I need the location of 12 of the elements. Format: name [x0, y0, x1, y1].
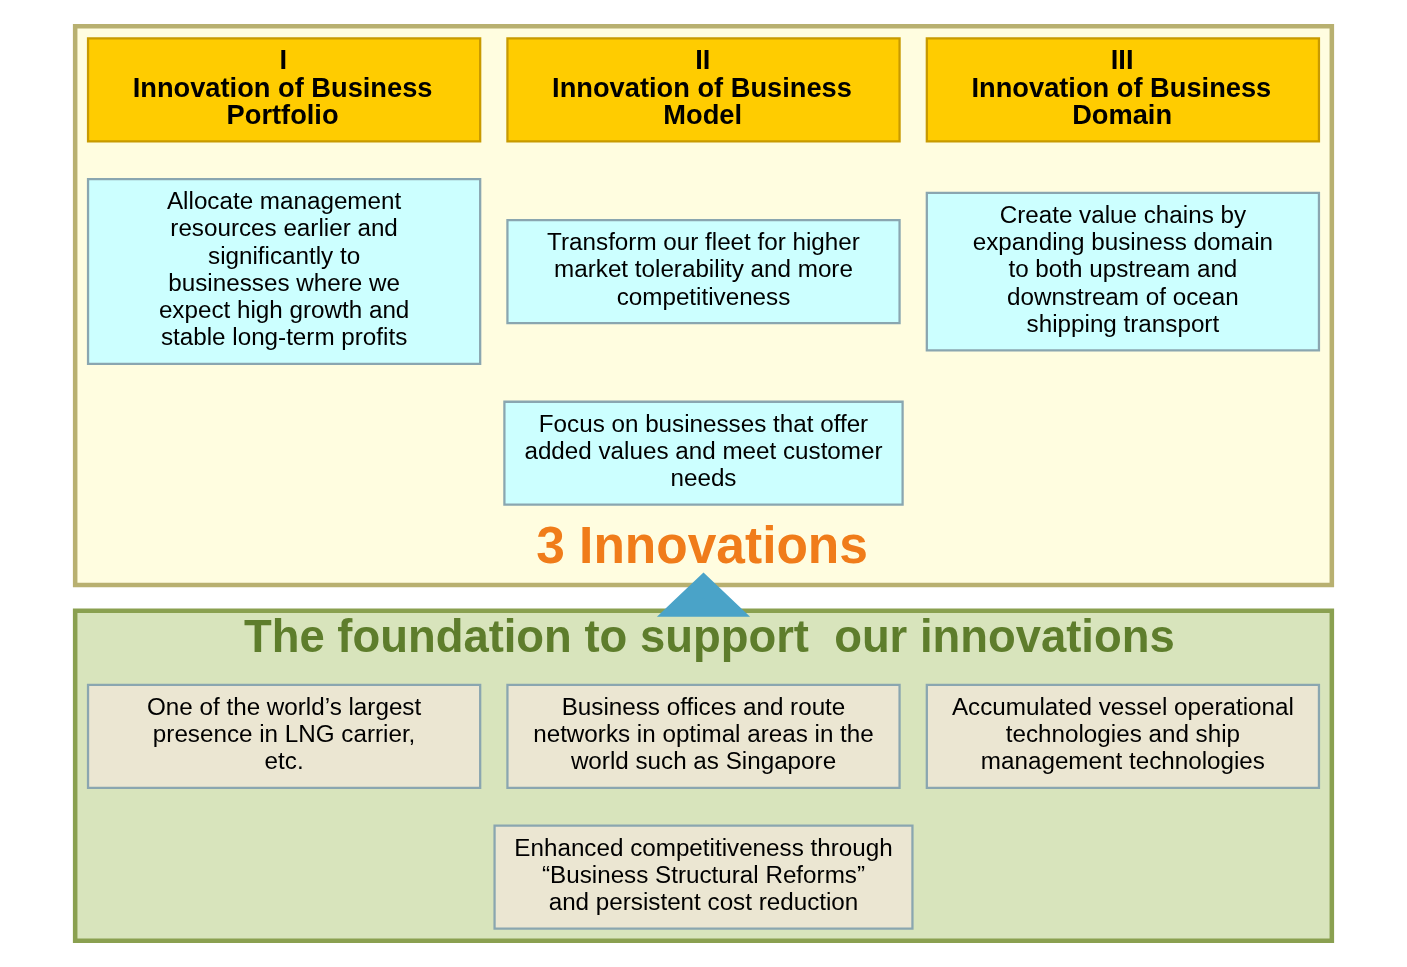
arrow — [656, 572, 751, 617]
node-box: Business offices and route networks in optimal areas in the world such as Singapore — [506, 683, 901, 789]
node-box: Allocate management resources earlier and significantly to businesses where we expect high growth and stable long-term profits — [86, 178, 482, 366]
node-box: III Innovation of Business Domain — [925, 37, 1321, 143]
node-box: Accumulated vessel operational technologies and ship management technologies — [925, 683, 1321, 789]
node-box: One of the world’s largest presence in LNG carrier, etc. — [86, 683, 482, 789]
node-box: I Innovation of Business Portfolio — [86, 37, 482, 143]
node-box: II Innovation of Business Model — [506, 37, 901, 143]
node-box: Focus on businesses that offer added values and meet customer needs — [503, 400, 904, 506]
node-box: Create value chains by expanding business domain to both upstream and downstream of ocean shipping transport — [925, 191, 1321, 352]
node-box: Transform our fleet for higher market tolerability and more competitiveness — [506, 218, 901, 325]
node-box: Enhanced competitiveness through “Business Structural Reforms” and persistent cost reduction — [493, 824, 914, 930]
